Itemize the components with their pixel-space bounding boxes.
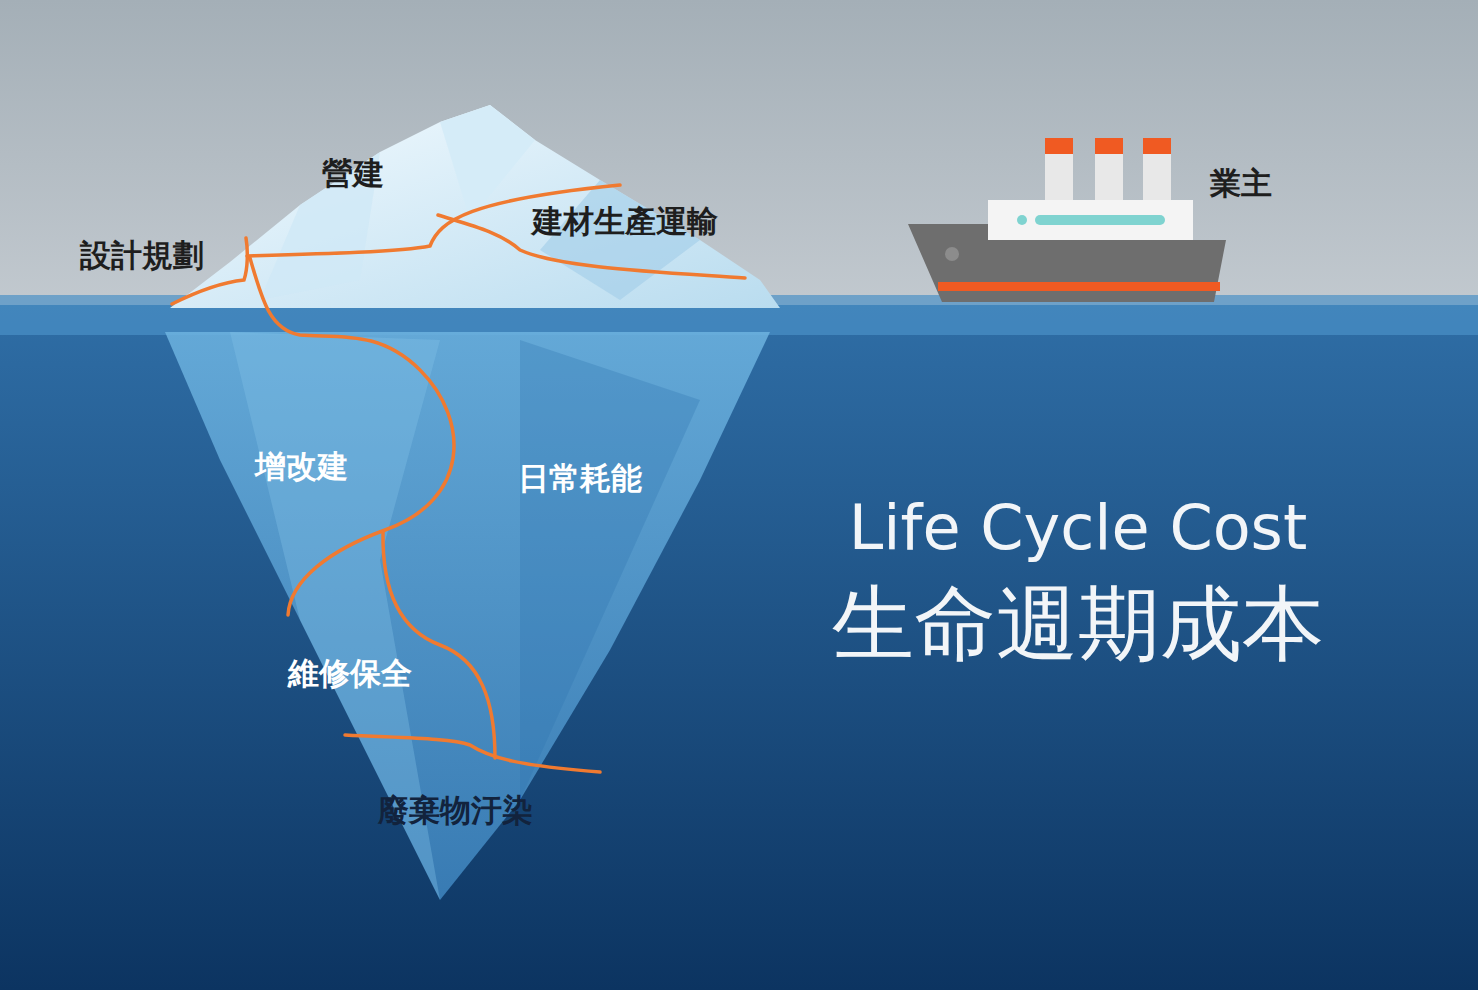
cost-label: 日常耗能: [518, 460, 642, 497]
sky: [0, 0, 1478, 320]
ship-cabin: [988, 200, 1193, 242]
sea: [0, 305, 1478, 990]
cost-label: 設計規劃: [80, 237, 204, 274]
ice-facet: [520, 340, 700, 800]
iceberg-underwater: [165, 332, 770, 900]
ship-window: [1035, 215, 1165, 225]
boundary-line: [250, 258, 454, 615]
cost-label: 營建: [322, 155, 384, 192]
ship-stripe: [938, 282, 1220, 291]
ship-illustration: [908, 138, 1226, 302]
ship-window: [1017, 215, 1027, 225]
owner-label: 業主: [1210, 165, 1272, 202]
boundary-line: [383, 532, 495, 758]
ship-porthole: [945, 247, 959, 261]
iceberg-above-water: [170, 105, 780, 308]
ship-hull: [908, 224, 1226, 302]
ice-facet: [540, 180, 700, 300]
cost-label: 廢棄物汙染: [378, 792, 533, 829]
ice-facet: [440, 105, 535, 220]
boundary-lines: [172, 185, 745, 772]
boundary-line: [345, 735, 600, 772]
ship-funnel-top: [1143, 138, 1171, 154]
cost-label: 建材生產運輸: [532, 203, 718, 240]
cost-label: 增改建: [255, 448, 348, 485]
ship-funnel-top: [1095, 138, 1123, 154]
cost-label: 維修保全: [288, 655, 412, 692]
ship-funnel-top: [1045, 138, 1073, 154]
diagram-title: Life Cycle Cost 生命週期成本: [778, 470, 1378, 675]
